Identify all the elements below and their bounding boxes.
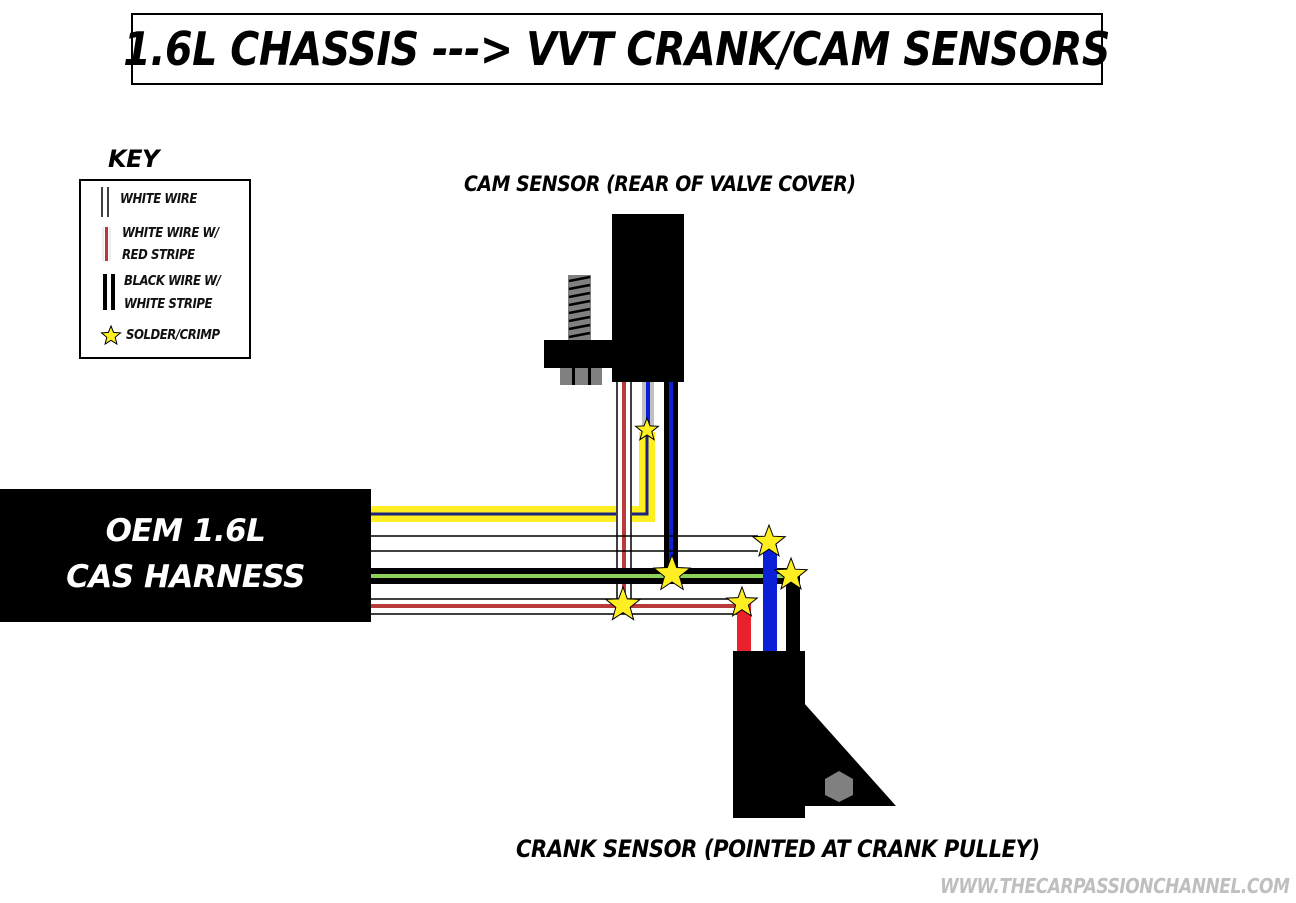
yellow-wire — [371, 432, 655, 522]
solder-star-icon — [652, 553, 692, 591]
title-box: 1.6L Chassis ---> VVT Crank/Cam Sensors — [124, 13, 1111, 85]
key-label-white-red-line2: Red Stripe — [122, 248, 195, 263]
watermark: www.thecarpassionchannel.com — [940, 874, 1290, 898]
solder-star-icon — [773, 556, 809, 590]
cam-bolt-thread-lines — [568, 275, 591, 339]
cam-bolt-thread — [568, 275, 591, 340]
cam-grey-blue-wire — [642, 382, 654, 430]
cam-sensor-flange — [544, 340, 614, 368]
crank-sensor — [733, 651, 896, 818]
cam-sensor — [544, 214, 684, 385]
star-icon — [100, 324, 122, 346]
solder-star-icon — [604, 585, 642, 621]
white-wire-upper — [371, 535, 758, 552]
crank-sensor-body — [733, 651, 805, 818]
key-label-white-wire: White Wire — [120, 192, 197, 207]
white-red-wire-swatch — [102, 227, 111, 261]
harness-label-line1: OEM 1.6L — [105, 513, 266, 549]
crank-sensor-label: Crank Sensor (Pointed at Crank Pulley) — [516, 835, 1040, 863]
crank-black-wire — [786, 576, 800, 652]
solder-star-icon — [725, 585, 759, 618]
solder-star-icon — [634, 416, 660, 441]
harness-label-line2: CAS Harness — [66, 559, 305, 595]
crank-blue-wire — [763, 545, 777, 652]
cam-black-blue-wire — [664, 382, 678, 570]
solder-star-icon — [751, 523, 787, 557]
page-title: 1.6L Chassis ---> VVT Crank/Cam Sensors — [123, 22, 1111, 76]
cam-bolt-head — [560, 368, 602, 385]
key-legend: White Wire White Wire w/ Red Stripe Blac… — [79, 179, 251, 359]
key-label-black-white-line2: White Stripe — [124, 297, 213, 312]
key-label-black-white-line1: Black Wire w/ — [124, 274, 221, 289]
harness-block: OEM 1.6L CAS Harness — [0, 489, 371, 622]
cam-sensor-label: Cam Sensor (Rear of Valve Cover) — [464, 172, 856, 196]
key-label-white-red-line1: White Wire w/ — [122, 226, 219, 241]
key-label-solder: Solder/Crimp — [126, 328, 220, 343]
white-red-wire-lower — [371, 598, 743, 615]
key-swatches — [100, 187, 122, 346]
key-heading: Key — [108, 145, 159, 173]
white-wire-swatch — [101, 187, 109, 217]
black-green-wire — [371, 568, 791, 584]
crank-bolt-icon — [825, 771, 853, 802]
black-white-wire-swatch — [103, 274, 115, 310]
cam-sensor-body — [612, 214, 684, 382]
crank-red-wire — [737, 604, 751, 652]
